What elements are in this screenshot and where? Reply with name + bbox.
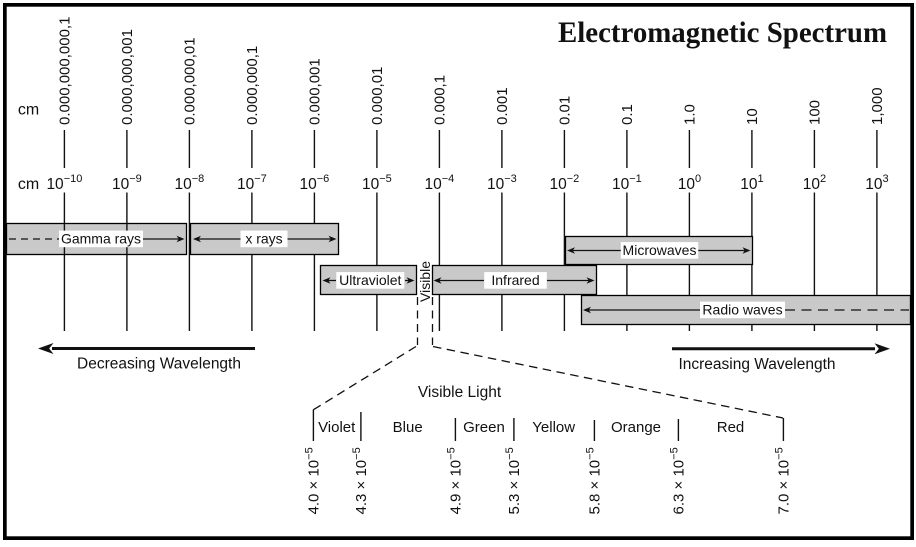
svg-text:cm: cm — [18, 102, 39, 119]
svg-text:0.000,000,01: 0.000,000,01 — [182, 37, 199, 125]
svg-text:Infrared: Infrared — [491, 272, 539, 288]
svg-text:Gamma rays: Gamma rays — [61, 231, 141, 247]
svg-text:4.3 × 10−5: 4.3 × 10−5 — [351, 447, 370, 514]
svg-text:5.8 × 10−5: 5.8 × 10−5 — [585, 447, 604, 514]
svg-text:6.3 × 10−5: 6.3 × 10−5 — [669, 447, 688, 514]
svg-text:x rays: x rays — [245, 231, 282, 247]
svg-text:0.000,01: 0.000,01 — [369, 67, 386, 125]
svg-text:Decreasing Wavelength: Decreasing Wavelength — [77, 356, 241, 373]
svg-text:Ultraviolet: Ultraviolet — [339, 272, 401, 288]
svg-text:Yellow: Yellow — [532, 419, 575, 436]
svg-text:0.000,000,001: 0.000,000,001 — [119, 29, 136, 125]
svg-text:0.000,1: 0.000,1 — [432, 75, 449, 125]
svg-text:0.01: 0.01 — [557, 96, 574, 125]
svg-text:0.000,000,000,1: 0.000,000,000,1 — [57, 17, 74, 125]
svg-text:100: 100 — [807, 100, 824, 125]
svg-text:Blue: Blue — [393, 419, 423, 436]
svg-text:7.0 × 10−5: 7.0 × 10−5 — [774, 447, 793, 514]
svg-text:Microwaves: Microwaves — [623, 242, 697, 258]
svg-text:Electromagnetic Spectrum: Electromagnetic Spectrum — [558, 17, 887, 49]
svg-text:4.0 × 10−5: 4.0 × 10−5 — [304, 447, 323, 514]
svg-text:Radio waves: Radio waves — [702, 302, 782, 318]
svg-text:Violet: Violet — [318, 419, 356, 436]
svg-text:cm: cm — [18, 176, 39, 193]
svg-text:10: 10 — [744, 108, 761, 125]
svg-text:0.000,000,1: 0.000,000,1 — [244, 46, 261, 125]
svg-text:Orange: Orange — [611, 419, 661, 436]
svg-text:Increasing Wavelength: Increasing Wavelength — [678, 356, 835, 373]
svg-text:1.0: 1.0 — [682, 104, 699, 125]
svg-text:1,000: 1,000 — [869, 87, 886, 125]
svg-text:Visible: Visible — [417, 261, 433, 302]
svg-text:0.001: 0.001 — [494, 87, 511, 125]
svg-text:4.9 × 10−5: 4.9 × 10−5 — [446, 447, 465, 514]
svg-text:Visible Light: Visible Light — [418, 384, 502, 401]
svg-text:Green: Green — [463, 419, 505, 436]
svg-text:0.000,001: 0.000,001 — [307, 58, 324, 125]
svg-text:5.3 × 10−5: 5.3 × 10−5 — [504, 447, 523, 514]
svg-text:Red: Red — [717, 419, 745, 436]
svg-text:0.1: 0.1 — [619, 104, 636, 125]
